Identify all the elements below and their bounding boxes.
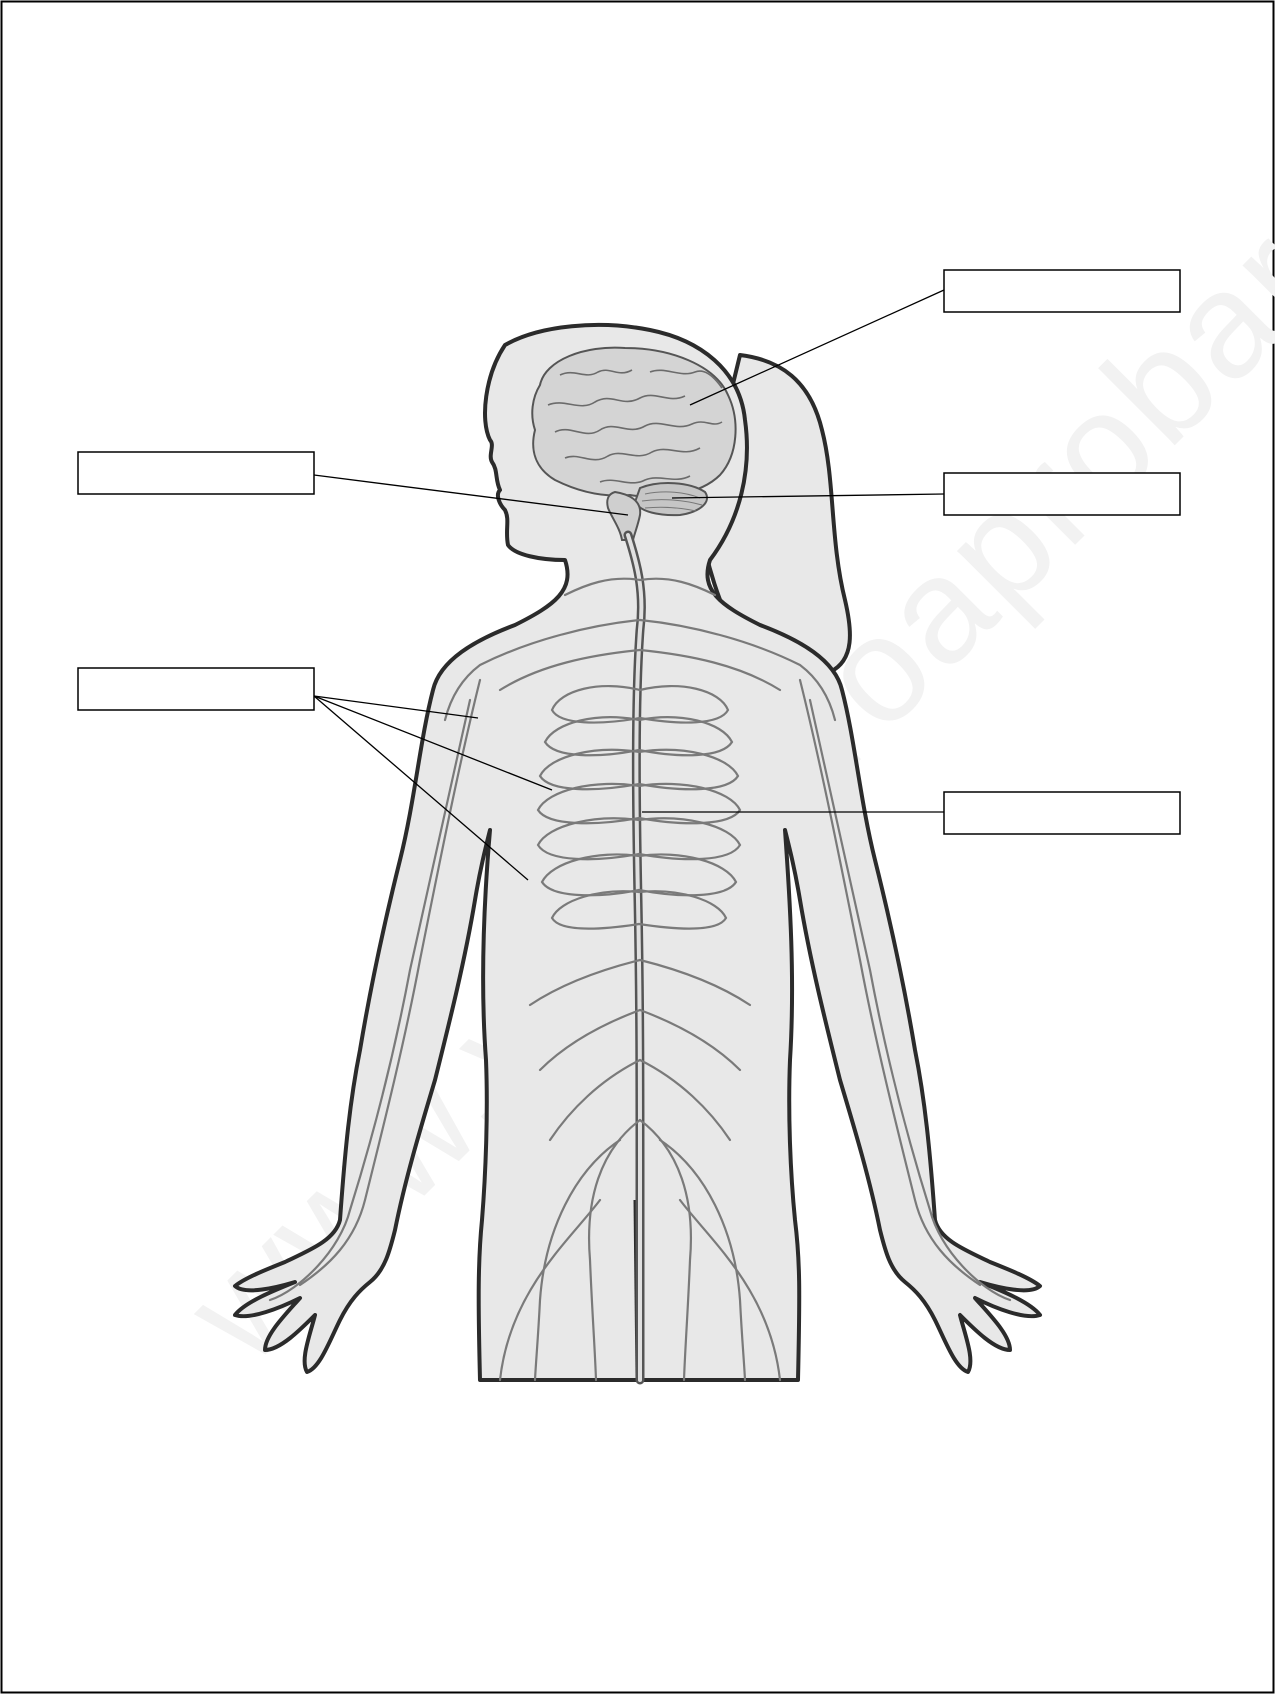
label-box-nerves[interactable] [78,668,314,710]
label-box-brain[interactable] [944,270,1180,312]
label-box-cerebellum[interactable] [944,473,1180,515]
label-box-spinal-cord[interactable] [944,792,1180,834]
cerebellum [635,483,707,515]
label-box-medulla[interactable] [78,452,314,494]
leader-line-brain [690,290,944,405]
